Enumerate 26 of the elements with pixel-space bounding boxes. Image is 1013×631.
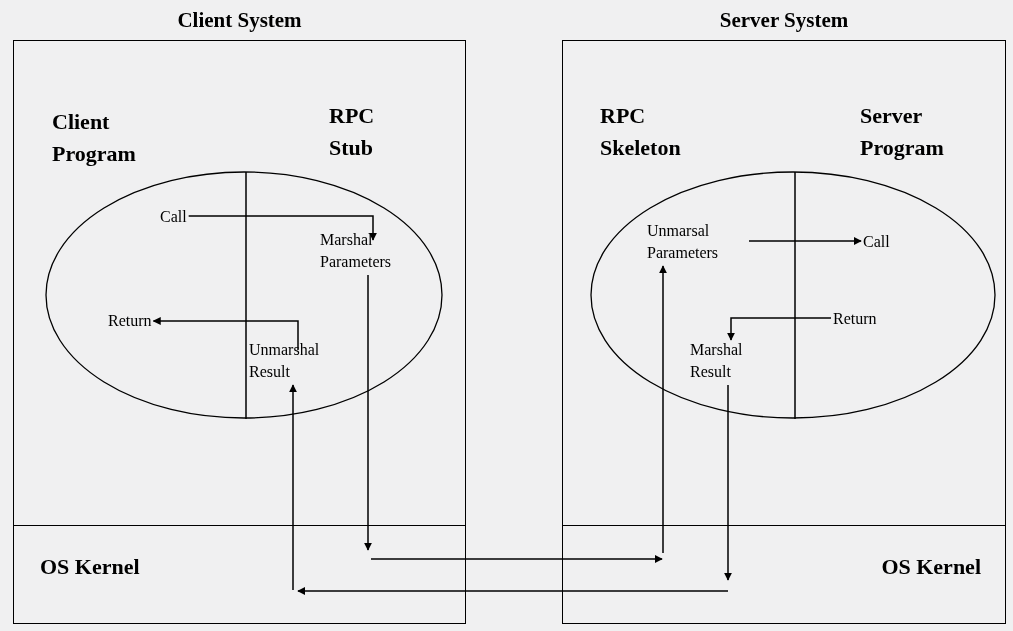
step-label: Return <box>833 308 877 330</box>
component-label: Client Program <box>52 108 137 168</box>
arrow <box>364 274 372 551</box>
arrow <box>187 215 377 241</box>
band-label: OS Kernel <box>40 554 140 579</box>
arrow <box>659 265 667 554</box>
step-label: Marshal Result <box>690 339 768 383</box>
component-label: RPC Skeleton <box>600 102 682 162</box>
arrow <box>724 384 732 581</box>
step-label: Call <box>160 206 187 228</box>
step-label: Unmarsal Parameters <box>647 220 747 264</box>
step-label: Call <box>863 231 890 253</box>
arrow <box>289 384 297 591</box>
system-heading: Client System <box>177 7 302 34</box>
component-label: RPC Stub <box>329 102 376 162</box>
arrow <box>727 317 832 341</box>
arrow <box>370 555 663 563</box>
step-label: Marshal Parameters <box>320 229 442 273</box>
step-label: Unmarshal Result <box>249 339 341 383</box>
arrow <box>297 587 729 595</box>
band-label: OS Kernel <box>881 554 981 579</box>
system-heading: Server System <box>719 7 849 34</box>
arrow <box>152 317 299 351</box>
component-label: Server Program <box>860 102 945 162</box>
arrow <box>748 237 862 245</box>
step-label: Return <box>108 310 152 332</box>
